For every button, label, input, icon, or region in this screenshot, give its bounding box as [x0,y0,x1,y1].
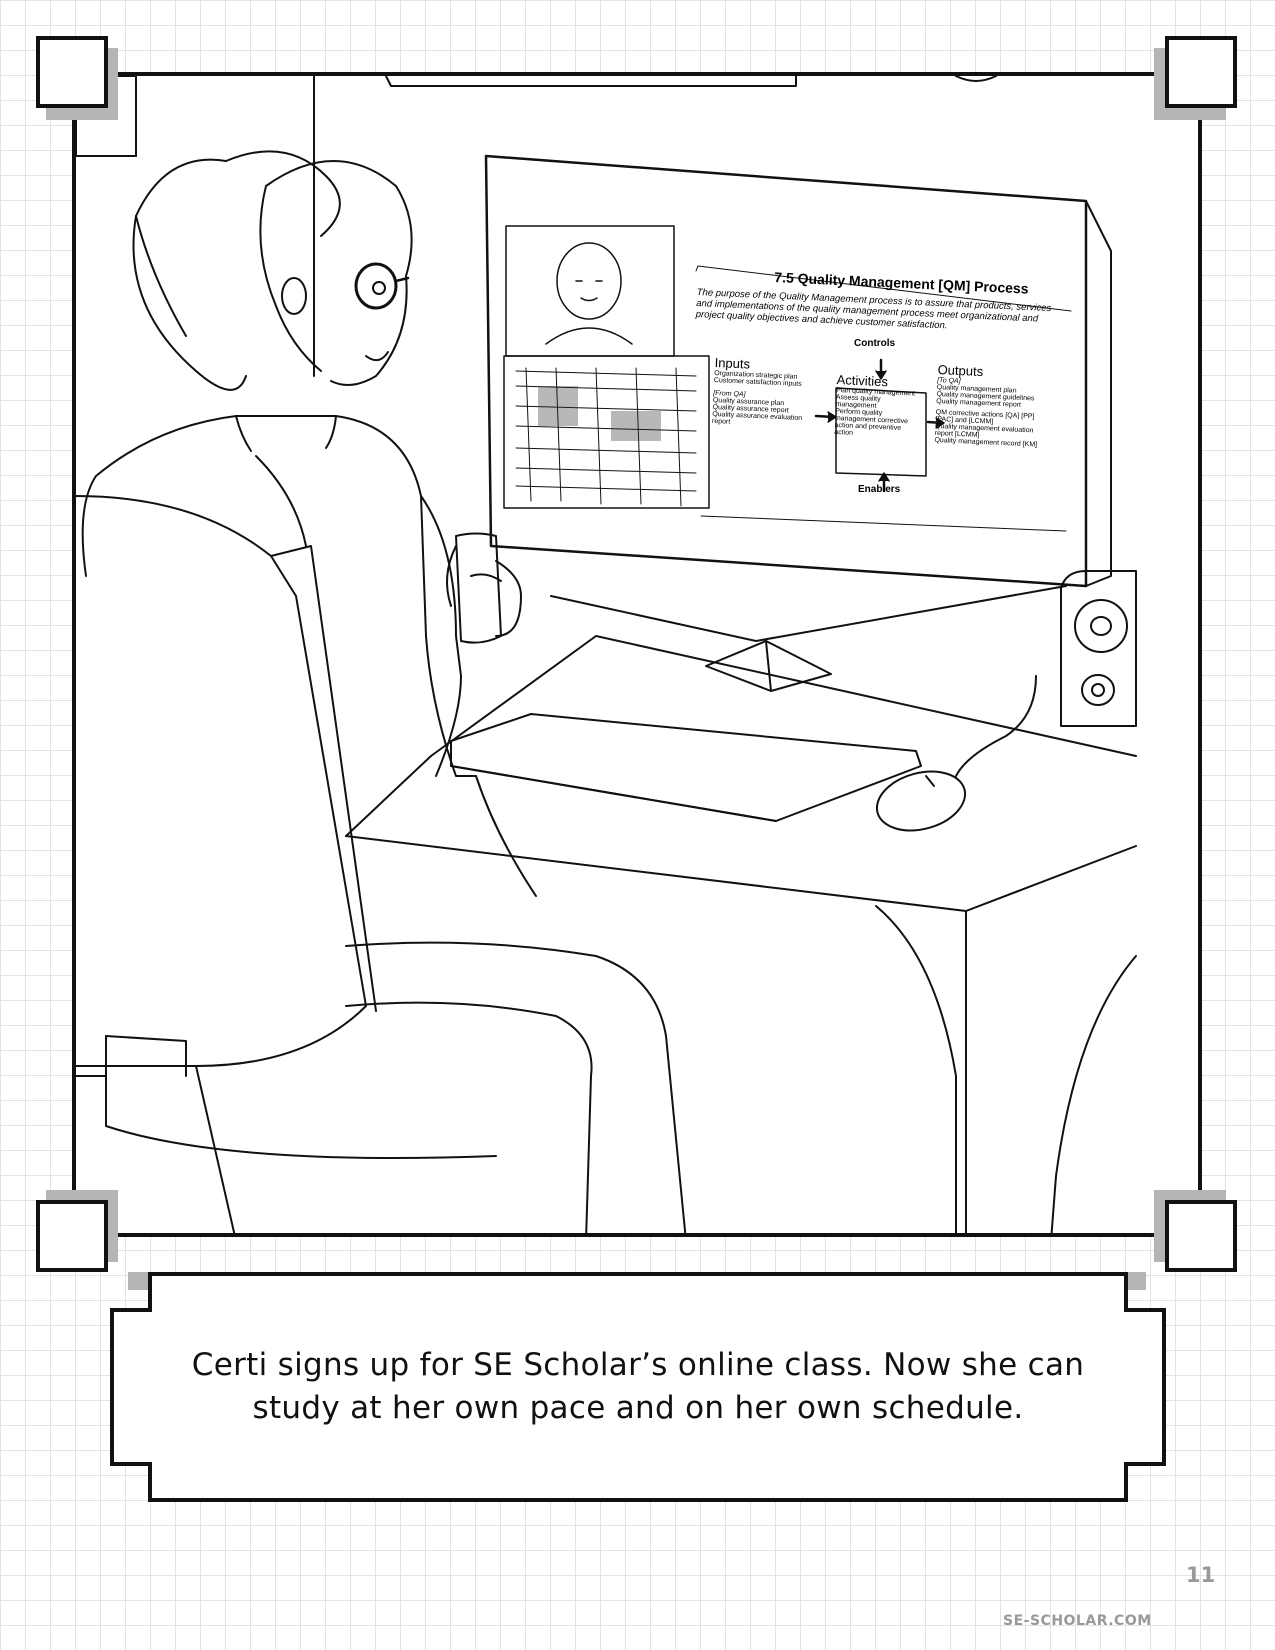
character-certi [81,150,687,1233]
corner-bottom-right [1165,1200,1237,1272]
caption-cover [152,1460,1124,1498]
comic-panel [72,72,1202,1237]
desk [345,635,1137,1233]
process-diagram-thumb [503,355,710,509]
instructor-video [505,225,675,357]
panel-illustration [76,76,1137,1233]
caption-line: Certi signs up for SE Scholar’s online c… [191,1347,1085,1383]
caption-text: Certi signs up for SE Scholar’s online c… [188,1344,1088,1430]
corner-bottom-left [36,1200,108,1272]
office-chair [76,495,497,1233]
monitor [484,154,1112,692]
mouse [875,770,967,832]
speaker [955,570,1137,777]
caption-line: study at her own pace and on her own sch… [252,1390,1024,1426]
caption-cover [152,1302,1124,1314]
corner-top-left [36,36,108,108]
activities-box [835,387,927,477]
monitor-screen [503,225,1072,532]
corner-top-right [1165,36,1237,108]
page-number: 11 [1186,1563,1216,1587]
monitor-stand [705,640,832,692]
caption-box: Certi signs up for SE Scholar’s online c… [110,1272,1166,1502]
mug [455,532,502,644]
footer-site-url: SE-SCHOLAR.COM [1003,1613,1152,1629]
caption-frame-inner: Certi signs up for SE Scholar’s online c… [110,1308,1166,1466]
